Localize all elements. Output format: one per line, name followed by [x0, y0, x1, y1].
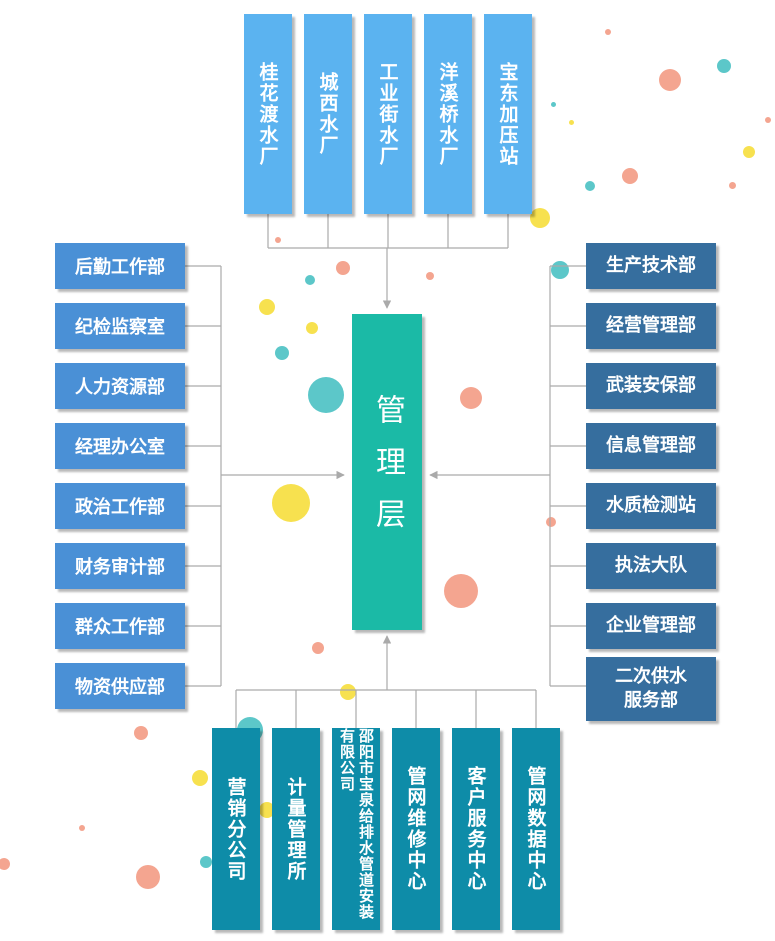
right-dept-label: 执法大队	[615, 555, 687, 576]
bottom-unit-label: 客户服务中心	[464, 766, 487, 892]
bottom-unit-marketing: 营销分公司	[212, 728, 260, 930]
top-unit-label: 工业街水厂	[376, 61, 399, 167]
top-unit-guihuadu: 桂花渡水厂	[244, 14, 292, 214]
decorative-dot	[79, 825, 85, 831]
decorative-dot	[134, 726, 148, 740]
right-dept-operations: 经营管理部	[586, 303, 716, 349]
decorative-dot	[259, 802, 275, 818]
left-dept-general-office: 经理办公室	[55, 423, 185, 469]
right-dept-enterprise: 企业管理部	[586, 603, 716, 649]
management-layer-label: 管理层	[370, 394, 405, 550]
left-dept-finance: 财务审计部	[55, 543, 185, 589]
decorative-dot	[426, 272, 434, 280]
decorative-dot	[717, 59, 731, 73]
right-dept-label: 企业管理部	[606, 615, 696, 636]
left-dept-label: 政治工作部	[75, 497, 165, 518]
decorative-dot	[460, 387, 482, 409]
bottom-unit-pipe-repair: 管网维修中心	[392, 728, 440, 930]
decorative-dot	[605, 29, 611, 35]
decorative-dot	[136, 865, 160, 889]
decorative-dot	[192, 770, 208, 786]
decorative-dot	[340, 684, 356, 700]
decorative-dot	[0, 858, 10, 870]
top-unit-label: 宝东加压站	[496, 61, 519, 167]
left-dept-supplies: 物资供应部	[55, 663, 185, 709]
decorative-dot	[765, 117, 771, 123]
top-unit-chengxi: 城西水厂	[304, 14, 352, 214]
decorative-dot	[336, 261, 350, 275]
right-dept-production: 生产技术部	[586, 243, 716, 289]
right-dept-water-quality: 水质检测站	[586, 483, 716, 529]
decorative-dot	[308, 377, 344, 413]
right-dept-secondary-supply: 二次供水 服务部	[586, 657, 716, 721]
left-dept-mass-work: 群众工作部	[55, 603, 185, 649]
right-dept-information: 信息管理部	[586, 423, 716, 469]
right-dept-law-enforcement: 执法大队	[586, 543, 716, 589]
top-unit-label: 桂花渡水厂	[256, 61, 279, 167]
decorative-dot	[550, 101, 556, 107]
top-unit-yangxiqiao: 洋溪桥水厂	[424, 14, 472, 214]
top-unit-label: 洋溪桥水厂	[436, 61, 459, 167]
left-dept-label: 经理办公室	[75, 437, 165, 458]
right-dept-label: 武装安保部	[606, 375, 696, 396]
decorative-dot	[275, 237, 281, 243]
top-unit-baodong: 宝东加压站	[484, 14, 532, 214]
left-dept-label: 群众工作部	[75, 617, 165, 638]
right-dept-label: 二次供水 服务部	[615, 666, 687, 711]
management-layer-box: 管理层	[352, 314, 422, 630]
decorative-dot	[622, 168, 638, 184]
bottom-unit-customer-service: 客户服务中心	[452, 728, 500, 930]
decorative-dot	[259, 299, 275, 315]
bottom-unit-baoquan-company: 邵阳市宝泉给排水管道安装有限公司	[332, 728, 380, 930]
decorative-dot	[568, 119, 574, 125]
bottom-unit-pipe-data: 管网数据中心	[512, 728, 560, 930]
right-dept-label: 生产技术部	[606, 255, 696, 276]
top-unit-label: 城西水厂	[316, 72, 339, 156]
decorative-dot	[530, 208, 550, 228]
decorative-dot	[312, 642, 324, 654]
bottom-unit-label: 营销分公司	[224, 776, 247, 882]
bottom-unit-label: 计量管理所	[284, 776, 307, 882]
left-dept-label: 物资供应部	[75, 677, 165, 698]
decorative-dot	[444, 574, 478, 608]
left-dept-label: 财务审计部	[75, 557, 165, 578]
right-dept-label: 水质检测站	[606, 495, 696, 516]
bottom-unit-metering: 计量管理所	[272, 728, 320, 930]
decorative-dot	[306, 322, 318, 334]
bottom-unit-label: 管网数据中心	[524, 766, 547, 892]
left-dept-label: 后勤工作部	[75, 257, 165, 278]
right-dept-label: 经营管理部	[606, 315, 696, 336]
left-dept-label: 纪检监察室	[75, 317, 165, 338]
decorative-dot	[546, 517, 556, 527]
left-dept-political: 政治工作部	[55, 483, 185, 529]
decorative-dot	[275, 346, 289, 360]
right-dept-label: 信息管理部	[606, 435, 696, 456]
left-dept-label: 人力资源部	[75, 377, 165, 398]
decorative-dot	[585, 181, 595, 191]
decorative-dot	[200, 856, 212, 868]
bottom-unit-label: 邵阳市宝泉给排水管道安装有限公司	[338, 728, 375, 920]
right-dept-security: 武装安保部	[586, 363, 716, 409]
decorative-dot	[659, 69, 681, 91]
left-dept-discipline: 纪检监察室	[55, 303, 185, 349]
decorative-dot	[728, 181, 736, 189]
left-dept-hr: 人力资源部	[55, 363, 185, 409]
top-unit-gongyejie: 工业街水厂	[364, 14, 412, 214]
decorative-dot	[272, 484, 310, 522]
bottom-unit-label: 管网维修中心	[404, 766, 427, 892]
decorative-dot	[305, 275, 315, 285]
left-dept-logistics: 后勤工作部	[55, 243, 185, 289]
decorative-dot	[743, 146, 755, 158]
